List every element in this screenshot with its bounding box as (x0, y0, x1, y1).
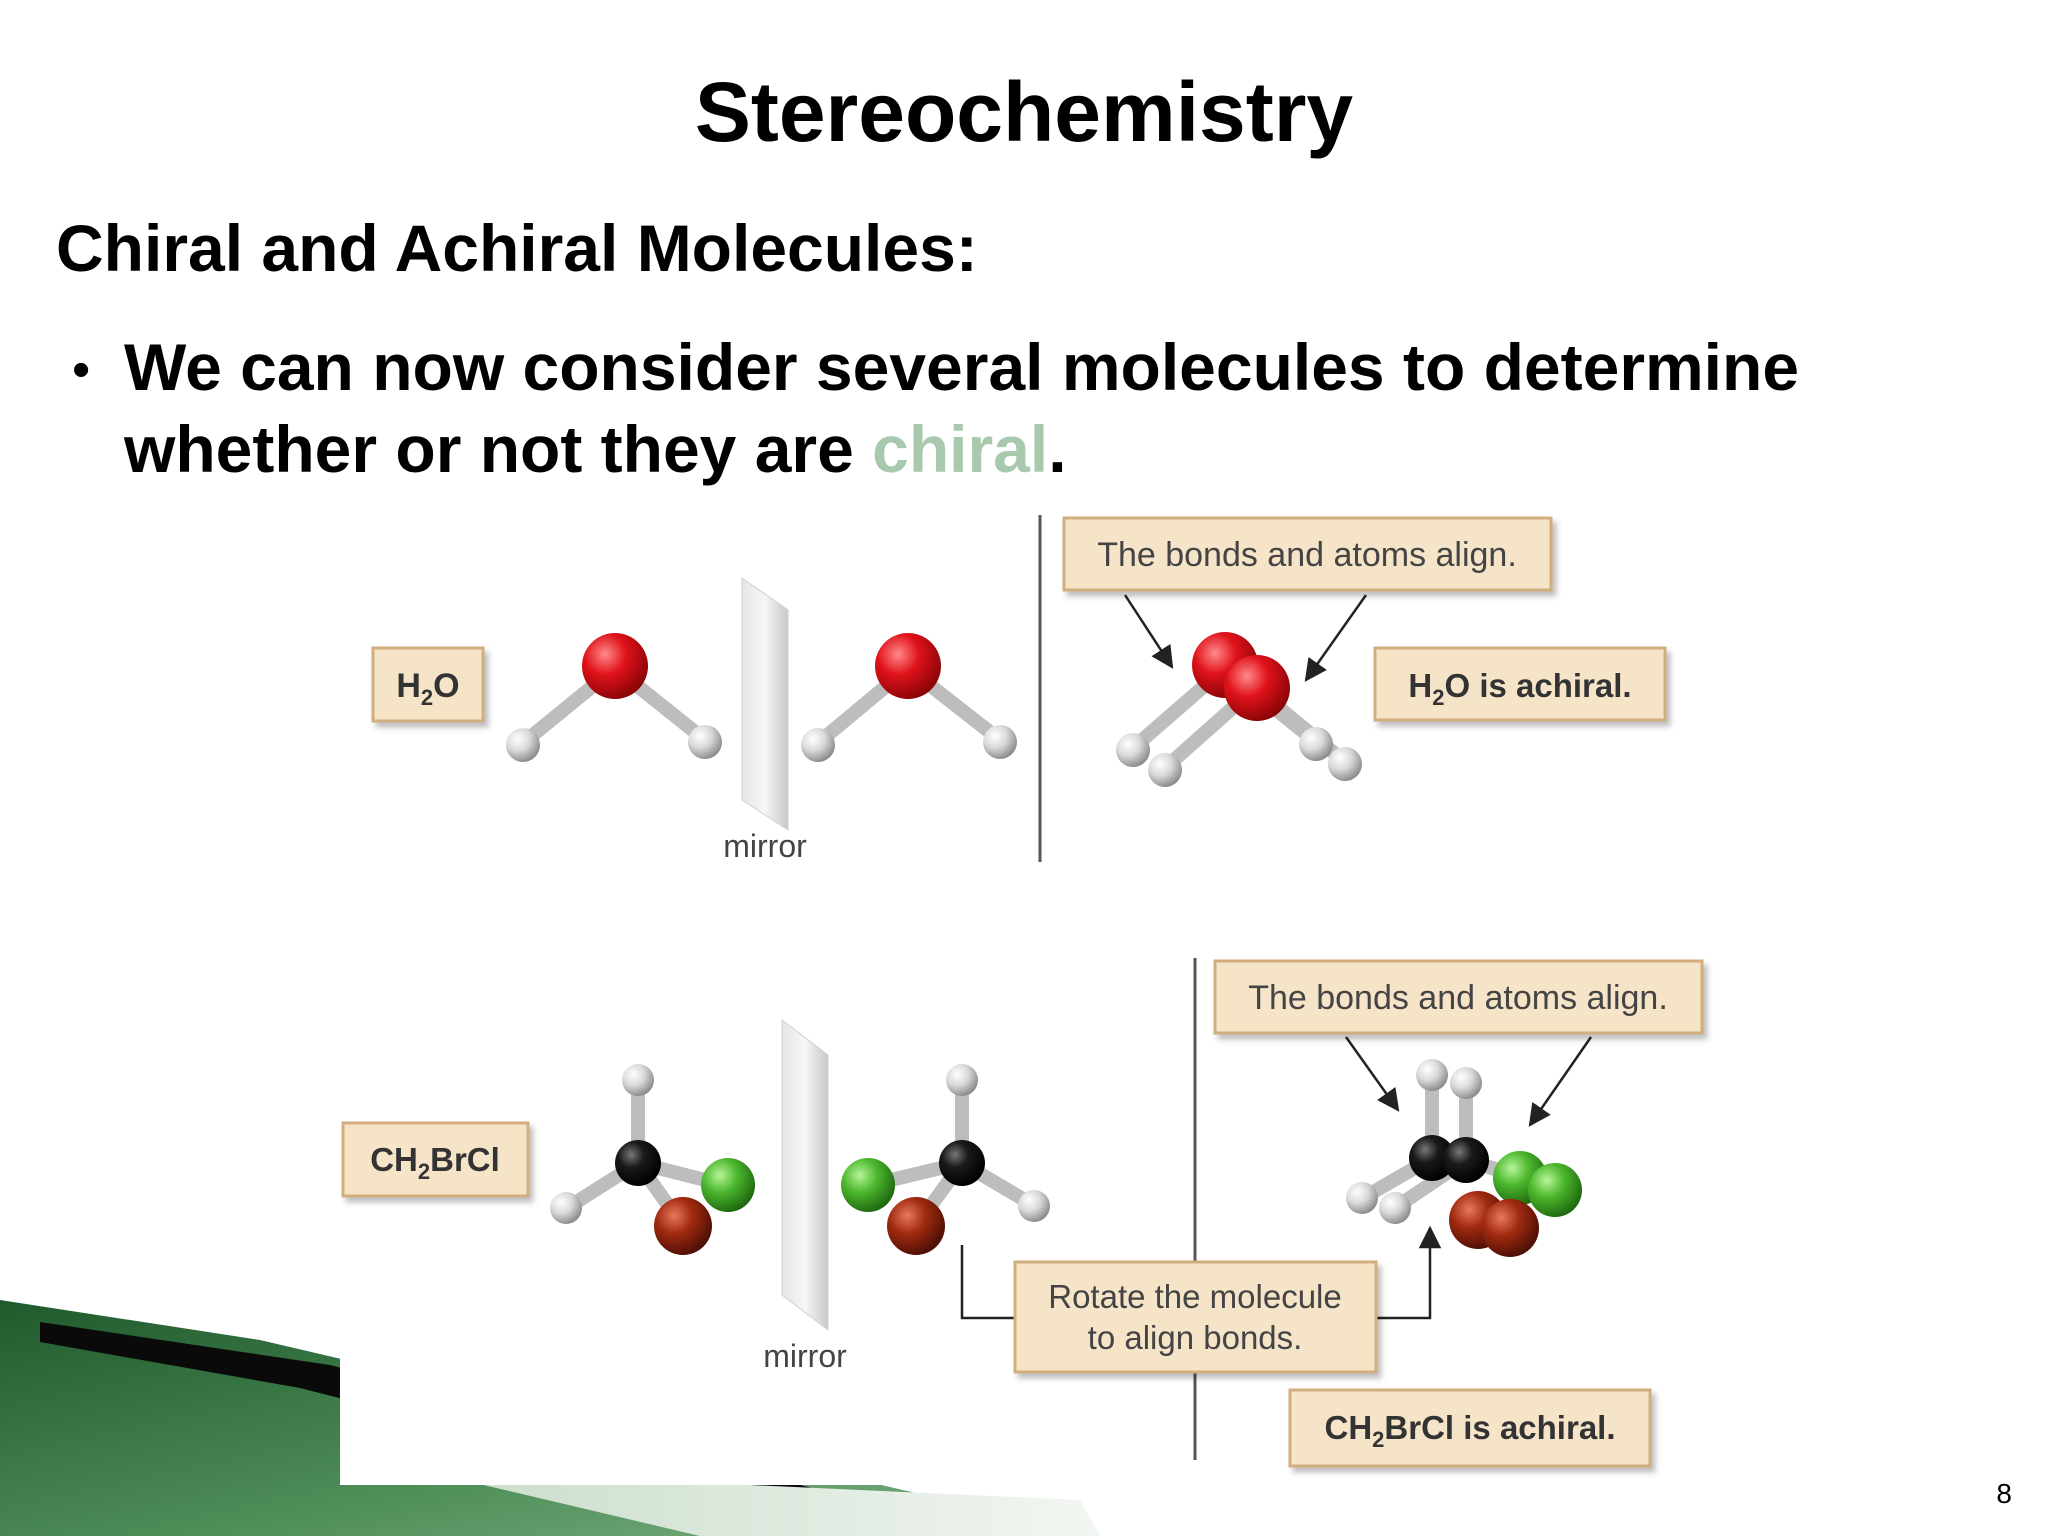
hydrogen-atom (1299, 727, 1333, 761)
oxygen-atom (875, 633, 941, 699)
water-molecule-left (506, 633, 722, 762)
rotate-arrow (1376, 1225, 1442, 1320)
bullet-text-before: We can now consider several molecules to… (124, 330, 1800, 486)
section-heading: Chiral and Achiral Molecules: (56, 211, 978, 285)
hydrogen-atom (1018, 1190, 1050, 1222)
arrow (1304, 594, 1368, 682)
chlorine-atom (1528, 1163, 1582, 1217)
bullet-text-after: . (1048, 412, 1067, 486)
overlapped-water-molecules (1116, 632, 1362, 787)
hydrogen-atom (1116, 733, 1150, 767)
hydrogen-atom (506, 728, 540, 762)
page-number: 8 (1996, 1478, 2012, 1509)
hydrogen-atom (688, 725, 722, 759)
bullet-marker: • (72, 341, 91, 399)
overlapped-ch2brcl-molecules (1346, 1059, 1582, 1257)
ch2brcl-formula-label: CH2BrCl (341, 1121, 530, 1198)
svg-text:H2O: H2O (396, 667, 459, 710)
hydrogen-atom (983, 725, 1017, 759)
slide-title: Stereochemistry (694, 65, 1354, 159)
svg-text:CH2BrCl: CH2BrCl (370, 1141, 500, 1184)
rotate-connector (960, 1245, 1015, 1320)
mirror-label: mirror (763, 1338, 847, 1374)
hydrogen-atom (550, 1192, 582, 1224)
chlorine-atom (841, 1158, 895, 1212)
conclusion-label-bottom: CH2BrCl is achiral. (1288, 1388, 1652, 1468)
align-label-top: The bonds and atoms align. (1062, 516, 1553, 592)
hydrogen-atom (946, 1064, 978, 1096)
bullet-text: We can now consider several molecules to… (124, 326, 1944, 490)
ch2brcl-molecule-left (550, 1064, 755, 1255)
oxygen-atom (1224, 655, 1290, 721)
bromine-atom (654, 1197, 712, 1255)
hydrogen-atom (1346, 1182, 1378, 1214)
carbon-atom (615, 1140, 661, 1186)
arrow (1344, 1036, 1400, 1112)
mirror-plane (781, 1018, 829, 1332)
conclusion-label-top: H2O is achiral. (1373, 646, 1667, 722)
chiral-keyword: chiral (872, 412, 1049, 486)
carbon-atom (1443, 1137, 1489, 1183)
hydrogen-atom (1450, 1067, 1482, 1099)
bromine-atom (887, 1197, 945, 1255)
svg-text:The bonds and atoms align.: The bonds and atoms align. (1097, 536, 1517, 574)
ch2brcl-molecule-right (841, 1064, 1050, 1255)
mirror-label: mirror (723, 828, 807, 864)
align-label-bottom: The bonds and atoms align. (1213, 959, 1704, 1035)
water-molecule-right (801, 633, 1017, 762)
carbon-atom (1409, 1135, 1455, 1181)
bromine-atom (1481, 1199, 1539, 1257)
svg-text:H2O is achiral.: H2O is achiral. (1408, 667, 1631, 710)
hydrogen-atom (1416, 1059, 1448, 1091)
carbon-atom (939, 1140, 985, 1186)
svg-text:CH2BrCl is achiral.: CH2BrCl is achiral. (1324, 1409, 1615, 1452)
hydrogen-atom (622, 1064, 654, 1096)
h2o-formula-label: H2O (371, 646, 485, 723)
light-swoosh-stripe (420, 1470, 1100, 1536)
svg-text:The bonds and atoms align.: The bonds and atoms align. (1248, 979, 1668, 1017)
arrow (1123, 594, 1174, 669)
oxygen-atom (582, 633, 648, 699)
svg-text:Rotate the molecule: Rotate the molecule (1048, 1278, 1342, 1315)
hydrogen-atom (1379, 1192, 1411, 1224)
hydrogen-atom (1148, 753, 1182, 787)
arrow (1528, 1036, 1593, 1127)
hydrogen-atom (801, 728, 835, 762)
mirror-plane (741, 577, 789, 831)
svg-text:to align bonds.: to align bonds. (1088, 1319, 1303, 1356)
chlorine-atom (701, 1158, 755, 1212)
hydrogen-atom (1328, 747, 1362, 781)
rotate-label: Rotate the molecule to align bonds. (1013, 1260, 1378, 1374)
